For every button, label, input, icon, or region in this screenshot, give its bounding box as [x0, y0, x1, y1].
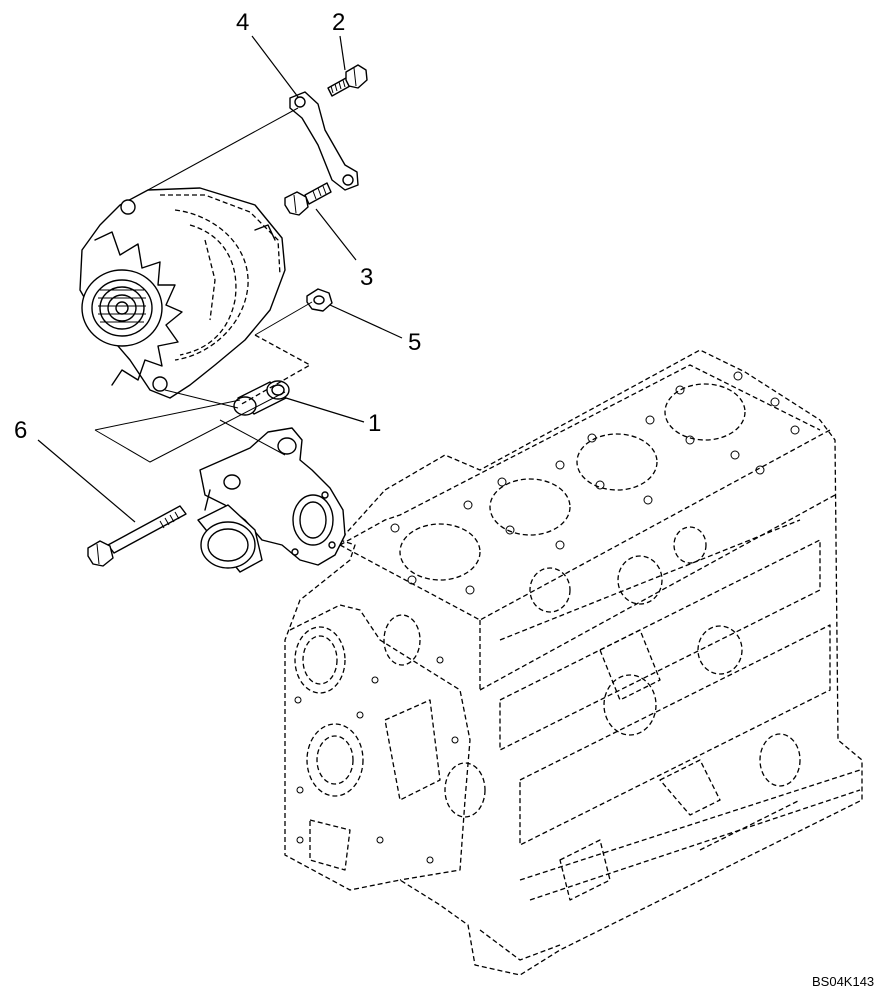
callout-6: 6 [14, 417, 27, 444]
callout-3: 3 [360, 264, 373, 291]
mounting-bracket [289, 91, 359, 191]
leader-lines [37, 35, 403, 523]
callout-1: 1 [368, 410, 381, 437]
engine-block [284, 349, 863, 976]
bolt-3 [284, 182, 332, 216]
callout-2: 2 [332, 9, 345, 36]
nut-5 [306, 288, 333, 312]
figure-code: BS04K143 [812, 974, 874, 989]
callout-5: 5 [408, 329, 421, 356]
bolt-2 [327, 64, 368, 97]
callout-labels: 1 2 3 4 5 6 [14, 9, 421, 444]
spacer-1 [233, 380, 290, 416]
callout-4: 4 [236, 9, 249, 36]
bolt-6 [87, 505, 187, 567]
alternator [79, 187, 286, 399]
water-pump-housing [197, 427, 346, 573]
alignment-lines [94, 107, 313, 463]
